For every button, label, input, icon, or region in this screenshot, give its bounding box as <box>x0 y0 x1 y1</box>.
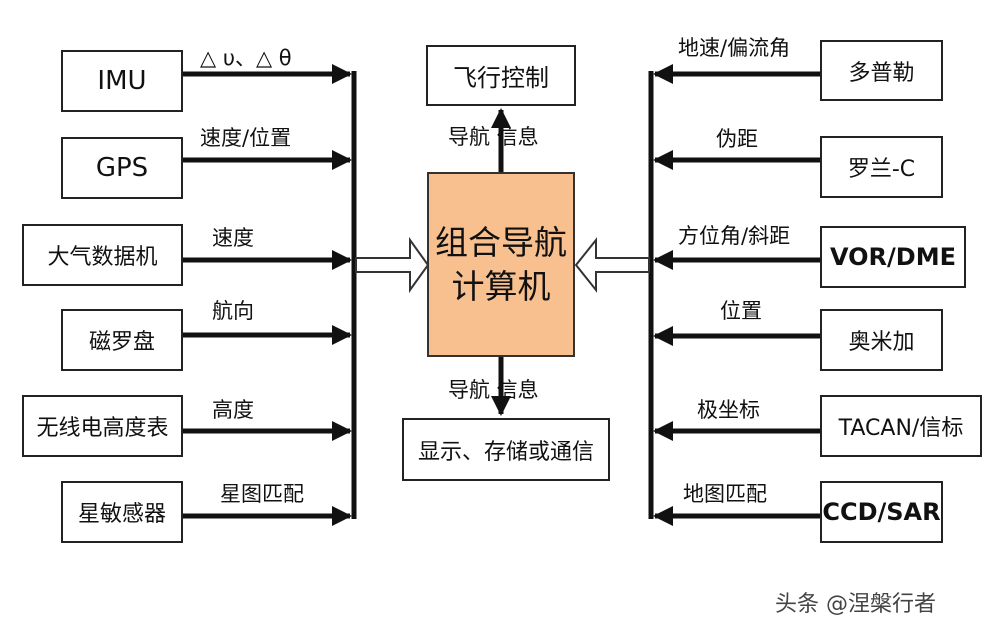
omega-signal-label: 位置 <box>720 299 762 323</box>
omega-box: 奥米加 <box>820 309 943 371</box>
watermark: 头条 @涅槃行者 <box>775 592 936 617</box>
left-hollow-arrow <box>355 236 430 294</box>
ccd-signal-label: 地图匹配 <box>683 482 767 506</box>
imu-box: IMU <box>61 50 183 112</box>
loran-signal-label: 伪距 <box>716 127 758 151</box>
compass-signal-label: 航向 <box>212 299 254 323</box>
right-hollow-arrow <box>574 237 650 293</box>
center-line2: 计算机 <box>451 266 551 306</box>
center-line1: 组合导航 <box>435 222 567 262</box>
integrated-nav-computer: 组合导航 计算机 <box>427 172 575 357</box>
ccd-sar-box: CCD/SAR <box>820 481 943 543</box>
altimeter-signal-label: 高度 <box>212 398 254 422</box>
doppler-signal-label: 地速/偏流角 <box>678 36 791 60</box>
bottom-nav-info-label: 导航 信息 <box>448 378 539 402</box>
star-sensor-box: 星敏感器 <box>61 481 183 543</box>
tacan-box: TACAN/信标 <box>820 395 982 457</box>
air-data-box: 大气数据机 <box>22 224 183 286</box>
magnetic-compass-box: 磁罗盘 <box>61 309 183 371</box>
air-data-signal-label: 速度 <box>212 226 254 250</box>
radio-altimeter-box: 无线电高度表 <box>22 395 183 457</box>
top-nav-info-label: 导航 信息 <box>448 125 539 149</box>
star-sensor-signal-label: 星图匹配 <box>220 482 304 506</box>
vor-dme-box: VOR/DME <box>820 226 966 288</box>
flight-control-box: 飞行控制 <box>426 45 576 106</box>
gps-signal-label: 速度/位置 <box>200 126 292 150</box>
tacan-signal-label: 极坐标 <box>697 398 760 422</box>
doppler-box: 多普勒 <box>820 40 943 101</box>
gps-box: GPS <box>61 137 183 199</box>
imu-signal-label: △ υ、△ θ <box>200 46 292 70</box>
display-storage-box: 显示、存储或通信 <box>402 418 610 481</box>
loran-c-box: 罗兰-C <box>820 136 943 198</box>
vor-signal-label: 方位角/斜距 <box>678 224 791 248</box>
